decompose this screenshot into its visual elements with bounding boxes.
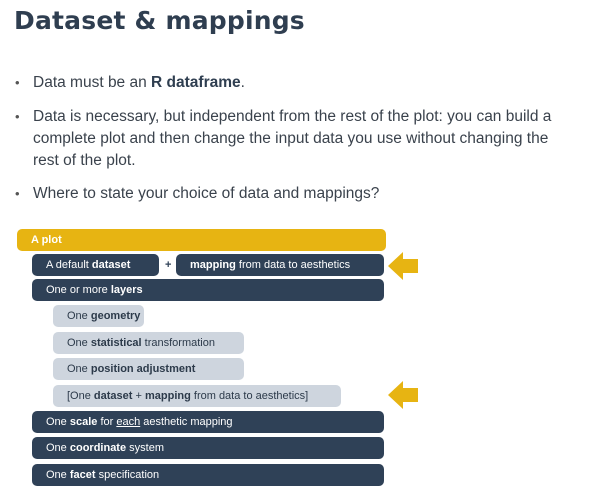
- bullet-text: Data is necessary, but independent from …: [33, 108, 552, 169]
- box-label: One: [67, 363, 91, 375]
- bullet-text: .: [240, 74, 245, 91]
- bullet-text: Data must be an: [33, 74, 152, 91]
- box-coordinate: One coordinate system: [32, 437, 384, 459]
- box-label-underlined: each: [116, 416, 141, 428]
- box-label: One: [67, 310, 91, 322]
- box-label: A plot: [31, 234, 62, 246]
- bullet-dataframe: • Data must be an R dataframe.: [14, 72, 574, 94]
- arrow-left-icon: [388, 252, 418, 280]
- box-label: One: [46, 416, 70, 428]
- box-label: specification: [95, 469, 160, 481]
- box-label: aesthetic mapping: [140, 416, 233, 428]
- box-label: transformation: [141, 337, 215, 349]
- box-label: A default: [46, 259, 92, 271]
- bullet-dot: •: [15, 75, 20, 90]
- bullet-bold-text: R dataframe: [151, 74, 241, 91]
- box-layers: One or more layers: [32, 279, 384, 301]
- box-geometry: One geometry: [53, 305, 144, 327]
- box-label-bold: dataset: [93, 390, 133, 402]
- box-label: One: [46, 442, 70, 454]
- box-scale: One scale for each aesthetic mapping: [32, 411, 384, 433]
- box-facet: One facet specification: [32, 464, 384, 486]
- plus-sign: +: [165, 259, 172, 271]
- box-label: [One: [67, 390, 94, 402]
- box-label-bold: position adjustment: [90, 363, 196, 375]
- box-label: from data to aesthetics: [235, 259, 351, 271]
- page-title: Dataset & mappings: [14, 6, 305, 35]
- box-label: One or more: [46, 284, 111, 296]
- arrow-left-icon: [388, 381, 418, 409]
- box-label-bold: statistical: [90, 337, 142, 349]
- box-a-plot: A plot: [17, 229, 386, 251]
- box-label-bold: mapping: [144, 390, 191, 402]
- box-stat: One statistical transformation: [53, 332, 244, 354]
- bullet-dot: •: [15, 109, 20, 124]
- bullet-independent: • Data is necessary, but independent fro…: [14, 106, 574, 172]
- box-label-bold: scale: [69, 416, 98, 428]
- box-label-bold: geometry: [90, 310, 141, 322]
- box-default-dataset: A default dataset: [32, 254, 159, 276]
- box-label: from data to aesthetics]: [190, 390, 309, 402]
- box-label-bold: coordinate: [69, 442, 127, 454]
- box-label: +: [132, 390, 145, 402]
- box-layer-data: [One dataset + mapping from data to aest…: [53, 385, 341, 407]
- bullet-text: Where to state your choice of data and m…: [33, 185, 380, 202]
- box-label: system: [126, 442, 164, 454]
- box-label: One: [67, 337, 91, 349]
- box-label-bold: layers: [110, 284, 143, 296]
- bullet-where: • Where to state your choice of data and…: [14, 183, 574, 205]
- bullet-dot: •: [15, 186, 20, 201]
- box-position: One position adjustment: [53, 358, 244, 380]
- box-mapping: mapping from data to aesthetics: [176, 254, 384, 276]
- box-label-bold: facet: [69, 469, 96, 481]
- bullet-list: • Data must be an R dataframe. • Data is…: [14, 72, 574, 217]
- box-label-bold: mapping: [190, 259, 236, 271]
- box-label-bold: dataset: [91, 259, 131, 271]
- box-label: One: [46, 469, 70, 481]
- box-label: for: [97, 416, 117, 428]
